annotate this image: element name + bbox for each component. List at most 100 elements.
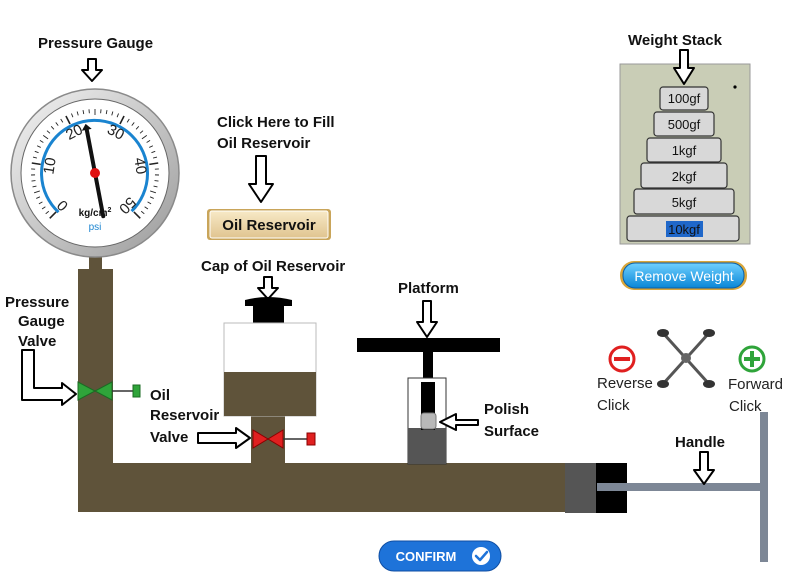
oil-valve-arrow <box>197 427 251 449</box>
gauge-tick <box>41 206 46 210</box>
handle-label: Handle <box>675 434 725 451</box>
gauge-unit-psi: psi <box>89 222 102 233</box>
gauge-tick <box>82 110 85 115</box>
confirm-button[interactable]: CONFIRM <box>378 540 502 572</box>
reverse-label-line1: Reverse <box>597 375 653 392</box>
platform-label: Platform <box>398 280 459 297</box>
polish-label-line2: Surface <box>484 423 539 440</box>
gauge-tick <box>55 122 59 126</box>
forward-button[interactable] <box>738 345 766 373</box>
weight-100gf[interactable]: 100gf <box>659 86 709 111</box>
piston-cylinder <box>407 377 447 465</box>
weight-2kgf[interactable]: 2kgf <box>640 162 728 189</box>
pump-handle[interactable] <box>597 412 768 562</box>
gauge-tick <box>151 150 156 154</box>
reservoir-cap[interactable] <box>245 297 292 324</box>
weight-1kgf[interactable]: 1kgf <box>646 137 722 163</box>
oil-valve-label-line3: Valve <box>150 429 188 446</box>
weight-2kgf-label: 2kgf <box>672 169 697 184</box>
gauge-tick <box>153 156 158 159</box>
gauge-unit-label: kg/cm2 <box>79 207 112 219</box>
gauge-tick <box>105 110 108 115</box>
check-circle-icon <box>472 547 490 565</box>
fill-instruction-line1: Click Here to Fill <box>217 114 335 131</box>
gauge-valve-arrow <box>21 349 77 406</box>
gauge-tick <box>141 135 148 140</box>
remove-weight-button[interactable]: Remove Weight <box>620 261 747 290</box>
weight-500gf-label: 500gf <box>668 117 701 132</box>
gauge-tick <box>76 111 79 116</box>
gauge-tick <box>144 206 149 210</box>
pressure-gauge-label: Pressure Gauge <box>38 35 153 52</box>
weight-10kgf-label: 10kgf <box>668 222 700 237</box>
gauge-tick-label-40: 40 <box>130 156 149 175</box>
gauge-tick-marks <box>31 109 159 219</box>
fill-arrow <box>248 155 274 203</box>
forward-label-line2: Click <box>729 398 762 415</box>
gauge-tick <box>111 111 114 116</box>
handle-arrow <box>693 451 715 485</box>
gauge-tick <box>50 126 55 130</box>
gauge-tick <box>126 118 130 123</box>
gauge-tick <box>131 122 135 126</box>
gauge-tick <box>147 201 152 205</box>
polish-arrow <box>439 413 479 431</box>
horizontal-pipe <box>78 463 570 512</box>
oil-reservoir-fill-button[interactable]: Oil Reservoir <box>207 209 331 240</box>
gauge-tick-label-30: 30 <box>104 121 127 144</box>
gauge-tick <box>140 210 145 215</box>
gauge-tick <box>65 115 71 125</box>
gauge-tick <box>42 135 49 140</box>
gauge-tick <box>31 180 36 182</box>
gauge-tick <box>154 180 159 182</box>
gauge-tick <box>150 190 157 194</box>
gauge-tick <box>135 126 140 130</box>
gauge-valve-label-line2: Gauge <box>18 313 65 330</box>
forward-label-line1: Forward <box>728 376 783 393</box>
reverse-label-line2: Click <box>597 397 630 414</box>
gauge-tick <box>38 201 43 205</box>
gauge-tick-label-10: 10 <box>40 156 59 175</box>
pressure-gauge: 0 10 20 30 40 50 kg/cm2 psi <box>10 88 180 258</box>
oil-reservoir-tank <box>223 322 317 417</box>
pressure-gauge-valve[interactable] <box>77 381 141 401</box>
gauge-tick <box>116 113 119 118</box>
gauge-tick <box>39 140 44 143</box>
weight-5kgf-label: 5kgf <box>672 195 697 210</box>
gauge-valve-label-line3: Valve <box>18 333 56 350</box>
gauge-tick <box>149 196 154 199</box>
gauge-tick <box>149 162 159 166</box>
gauge-tick <box>153 185 158 188</box>
gauge-tick-label-20: 20 <box>63 121 86 144</box>
gauge-tick <box>34 150 39 154</box>
oil-reservoir-button-label: Oil Reservoir <box>222 217 316 234</box>
oil-reservoir-valve[interactable] <box>252 429 316 449</box>
gauge-tick <box>71 113 74 118</box>
reverse-button[interactable] <box>608 345 636 373</box>
gauge-valve-label-line1: Pressure <box>5 294 69 311</box>
gauge-tick <box>139 130 144 134</box>
gauge-tick <box>149 145 154 148</box>
gauge-tick <box>45 210 50 215</box>
weight-500gf[interactable]: 500gf <box>653 111 715 137</box>
weight-10kgf-selection-highlight <box>666 221 703 237</box>
gauge-tick <box>133 211 141 219</box>
gauge-tick <box>146 140 151 143</box>
weight-100gf-label: 100gf <box>668 91 701 106</box>
polish-label-line1: Polish <box>484 401 529 418</box>
gauge-needle-pivot <box>90 168 100 178</box>
oil-valve-label-line2: Reservoir <box>150 407 219 424</box>
cap-arrow <box>257 276 279 300</box>
weight-10kgf[interactable]: 10kgf <box>626 215 740 242</box>
gauge-tick <box>31 162 41 166</box>
weight-5kgf[interactable]: 5kgf <box>633 188 735 215</box>
gauge-tick <box>119 115 125 125</box>
gauge-needle-tip <box>81 123 92 131</box>
gauge-tick <box>49 211 57 219</box>
fill-instruction-line2: Oil Reservoir <box>217 135 311 152</box>
gauge-tick <box>32 185 37 188</box>
weight-1kgf-label: 1kgf <box>672 143 697 158</box>
gauge-tick <box>36 145 41 148</box>
cap-label: Cap of Oil Reservoir <box>201 258 345 275</box>
